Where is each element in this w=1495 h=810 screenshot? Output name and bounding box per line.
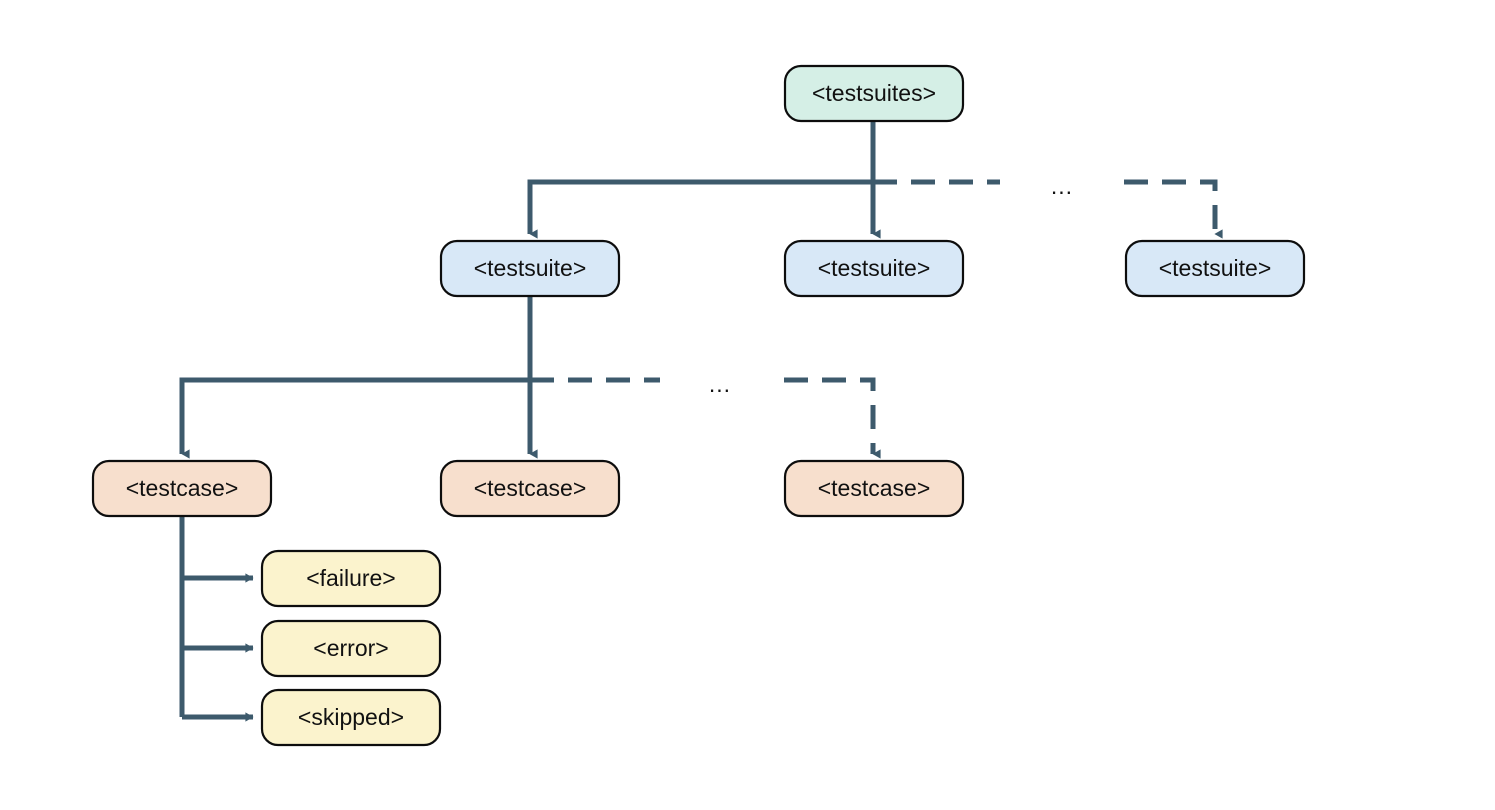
node-skipped-shape[interactable]	[260, 688, 442, 747]
edge-root-to-testsuite-1	[527, 179, 873, 239]
node-testcase-n-shape[interactable]	[783, 459, 965, 518]
node-testsuite-1[interactable]: <testsuite>	[439, 239, 621, 298]
node-testcase-1-label: <testcase>	[126, 475, 239, 501]
node-error-label: <error>	[313, 635, 388, 661]
node-failure[interactable]: <failure>	[260, 549, 442, 608]
edges-testcase-to-results	[179, 512, 254, 722]
node-testcase-1-shape[interactable]	[91, 459, 273, 518]
node-failure-label: <failure>	[306, 565, 396, 591]
node-testsuites-root[interactable]: <testsuites>	[783, 64, 965, 123]
node-skipped-label: <skipped>	[298, 704, 404, 730]
edges-root-to-testsuites	[527, 120, 1223, 239]
ellipsis-testsuite-row: ...	[1051, 173, 1073, 199]
node-skipped[interactable]: <skipped>	[260, 688, 442, 747]
node-failure-shape[interactable]	[260, 549, 442, 608]
node-testcase-2[interactable]: <testcase>	[439, 459, 621, 518]
node-testcase-2-label: <testcase>	[474, 475, 587, 501]
node-testsuites-root-label: <testsuites>	[812, 80, 936, 106]
node-testsuite-n-shape[interactable]	[1124, 239, 1306, 298]
node-testsuite-1-label: <testsuite>	[474, 255, 587, 281]
edge-root-to-testsuite-n	[1124, 179, 1223, 239]
node-testsuite-2-shape[interactable]	[783, 239, 965, 298]
ellipsis-testcase-row: ...	[709, 371, 731, 397]
edge-testsuite-to-testcase-1	[179, 377, 530, 459]
node-testsuite-2[interactable]: <testsuite>	[783, 239, 965, 298]
node-testsuite-2-label: <testsuite>	[818, 255, 931, 281]
node-testcase-2-shape[interactable]	[439, 459, 621, 518]
node-testsuites-root-shape[interactable]	[783, 64, 965, 123]
edges-testsuite-to-testcases	[179, 295, 881, 459]
node-testcase-n-label: <testcase>	[818, 475, 931, 501]
node-testsuite-n[interactable]: <testsuite>	[1124, 239, 1306, 298]
node-testcase-1[interactable]: <testcase>	[91, 459, 273, 518]
edge-testsuite-to-testcase-n	[784, 377, 881, 459]
node-error[interactable]: <error>	[260, 619, 442, 678]
node-error-shape[interactable]	[260, 619, 442, 678]
node-testcase-n[interactable]: <testcase>	[783, 459, 965, 518]
node-testsuite-n-label: <testsuite>	[1159, 255, 1272, 281]
node-testsuite-1-shape[interactable]	[439, 239, 621, 298]
